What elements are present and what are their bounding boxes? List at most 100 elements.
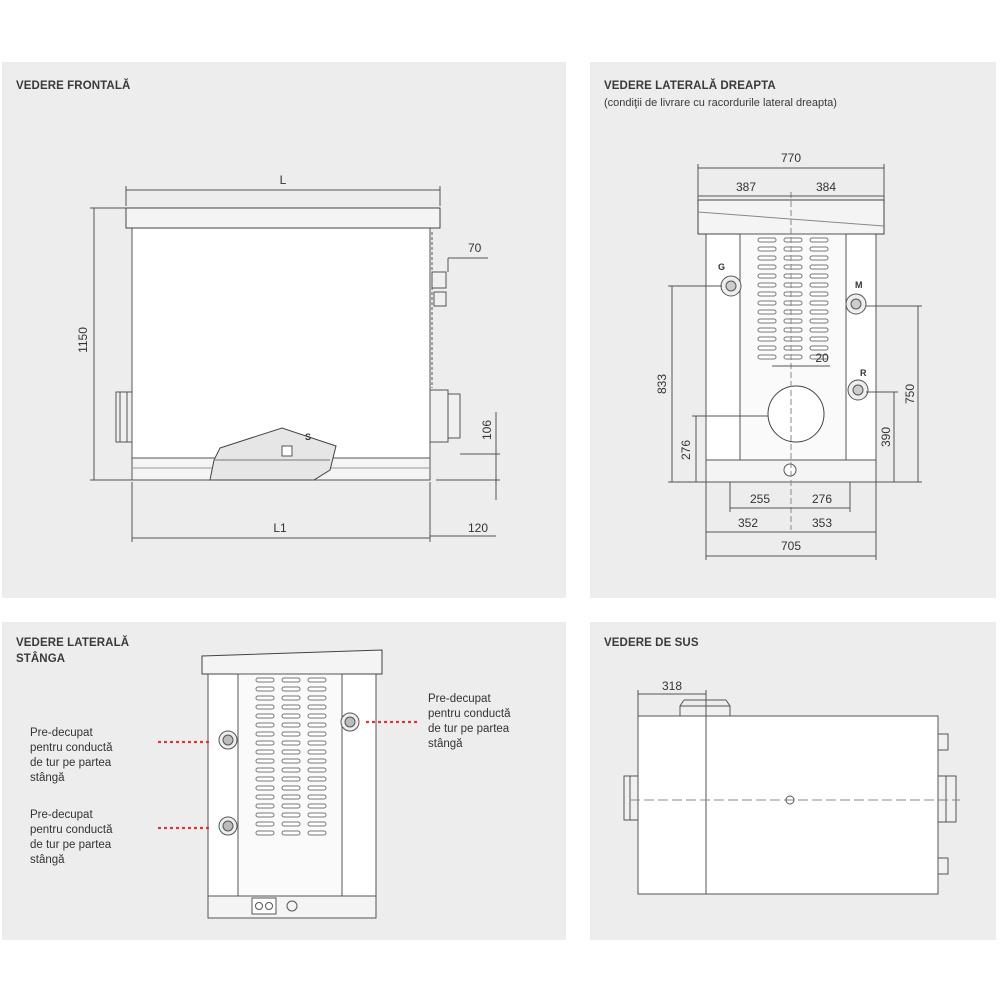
louvre-slot [307, 830, 327, 836]
louvre-slot [307, 722, 327, 728]
right-dim-352: 352 [738, 516, 758, 530]
left-view-note-left-top: Pre-decupat pentru conductă de tur pe pa… [30, 727, 113, 784]
right-label-m: M [855, 280, 863, 290]
louvre-slot [809, 354, 829, 360]
louvre-slot [281, 731, 301, 737]
louvre-slot [281, 758, 301, 764]
louvre-slot [255, 731, 275, 737]
louvre-slot [281, 794, 301, 800]
left-view-title-line2: STÂNGA [16, 653, 66, 665]
louvre-slot [307, 749, 327, 755]
right-dim-750: 750 [903, 384, 917, 404]
louvre-slot [783, 354, 803, 360]
louvre-slot [255, 704, 275, 710]
front-dim-106: 106 [480, 420, 494, 440]
louvre-slot [281, 713, 301, 719]
louvre-slot [307, 794, 327, 800]
louvre-slot [281, 695, 301, 701]
right-view-title: VEDERE LATERALĂ DREAPTA [604, 80, 776, 92]
louvre-slot [809, 309, 829, 315]
right-label-r: R [860, 368, 867, 378]
right-dim-384: 384 [816, 180, 836, 194]
right-view-subtitle: (condiţii de livrare cu racordurile late… [604, 97, 837, 109]
louvre-slot [281, 704, 301, 710]
louvre-slot [757, 282, 777, 288]
louvre-slot [307, 731, 327, 737]
louvre-slot [757, 309, 777, 315]
front-dim-length: L [280, 173, 287, 187]
front-dim-70: 70 [468, 241, 482, 255]
louvre-slot [307, 758, 327, 764]
louvre-slot [255, 776, 275, 782]
right-dim-276: 276 [812, 492, 832, 506]
louvre-slot [281, 686, 301, 692]
louvre-slot [255, 758, 275, 764]
right-dim-20: 20 [815, 351, 829, 365]
louvre-slot [783, 282, 803, 288]
louvre-slot [809, 264, 829, 270]
louvre-slot [281, 812, 301, 818]
right-dim-705: 705 [781, 539, 801, 553]
louvre-slot [757, 237, 777, 243]
louvre-slot [757, 264, 777, 270]
louvre-slot [307, 776, 327, 782]
louvre-slot [783, 264, 803, 270]
louvre-slot [281, 803, 301, 809]
louvre-slot [255, 830, 275, 836]
louvre-slot [281, 776, 301, 782]
louvre-slot [757, 300, 777, 306]
left-view-note-left-bottom: Pre-decupat pentru conductă de tur pe pa… [30, 809, 113, 866]
louvre-slot [255, 785, 275, 791]
louvre-slot [255, 767, 275, 773]
right-label-g: G [718, 262, 725, 272]
right-dim-387: 387 [736, 180, 756, 194]
louvre-slot [255, 677, 275, 683]
right-dim-255: 255 [750, 492, 770, 506]
louvre-slot [809, 237, 829, 243]
louvre-slot [809, 300, 829, 306]
front-dim-120: 120 [468, 521, 488, 535]
louvre-slot [307, 812, 327, 818]
louvre-slot [783, 246, 803, 252]
louvre-slot [307, 821, 327, 827]
louvre-slot [281, 785, 301, 791]
louvre-slot [281, 749, 301, 755]
louvre-slot [757, 246, 777, 252]
louvre-slot [757, 318, 777, 324]
right-dim-353: 353 [812, 516, 832, 530]
right-dim-770: 770 [781, 151, 801, 165]
louvre-slot [783, 318, 803, 324]
louvre-slot [255, 695, 275, 701]
louvre-slot [757, 291, 777, 297]
louvre-slot [783, 291, 803, 297]
right-dim-833: 833 [655, 374, 669, 394]
louvre-slot [281, 830, 301, 836]
louvre-slot [281, 821, 301, 827]
louvre-slot [809, 255, 829, 261]
louvre-slot [783, 300, 803, 306]
front-dim-length-1: L1 [273, 521, 287, 535]
louvre-slot [281, 722, 301, 728]
louvre-slot [281, 767, 301, 773]
louvre-slot [783, 336, 803, 342]
louvre-slot [783, 255, 803, 261]
louvre-slot [757, 354, 777, 360]
louvre-slot [255, 740, 275, 746]
louvre-slot [281, 740, 301, 746]
louvre-slot [255, 821, 275, 827]
left-view-title-line1: VEDERE LATERALĂ [16, 637, 130, 649]
louvre-slot [809, 345, 829, 351]
louvre-slot [783, 273, 803, 279]
louvre-slot [757, 327, 777, 333]
left-view-leaders [158, 720, 418, 830]
louvre-slot [783, 327, 803, 333]
louvre-slot [307, 713, 327, 719]
louvre-slot [757, 255, 777, 261]
top-view-title: VEDERE DE SUS [604, 637, 699, 649]
louvre-slot [307, 695, 327, 701]
louvre-slot [255, 794, 275, 800]
louvre-slot [307, 740, 327, 746]
louvre-slot [255, 722, 275, 728]
